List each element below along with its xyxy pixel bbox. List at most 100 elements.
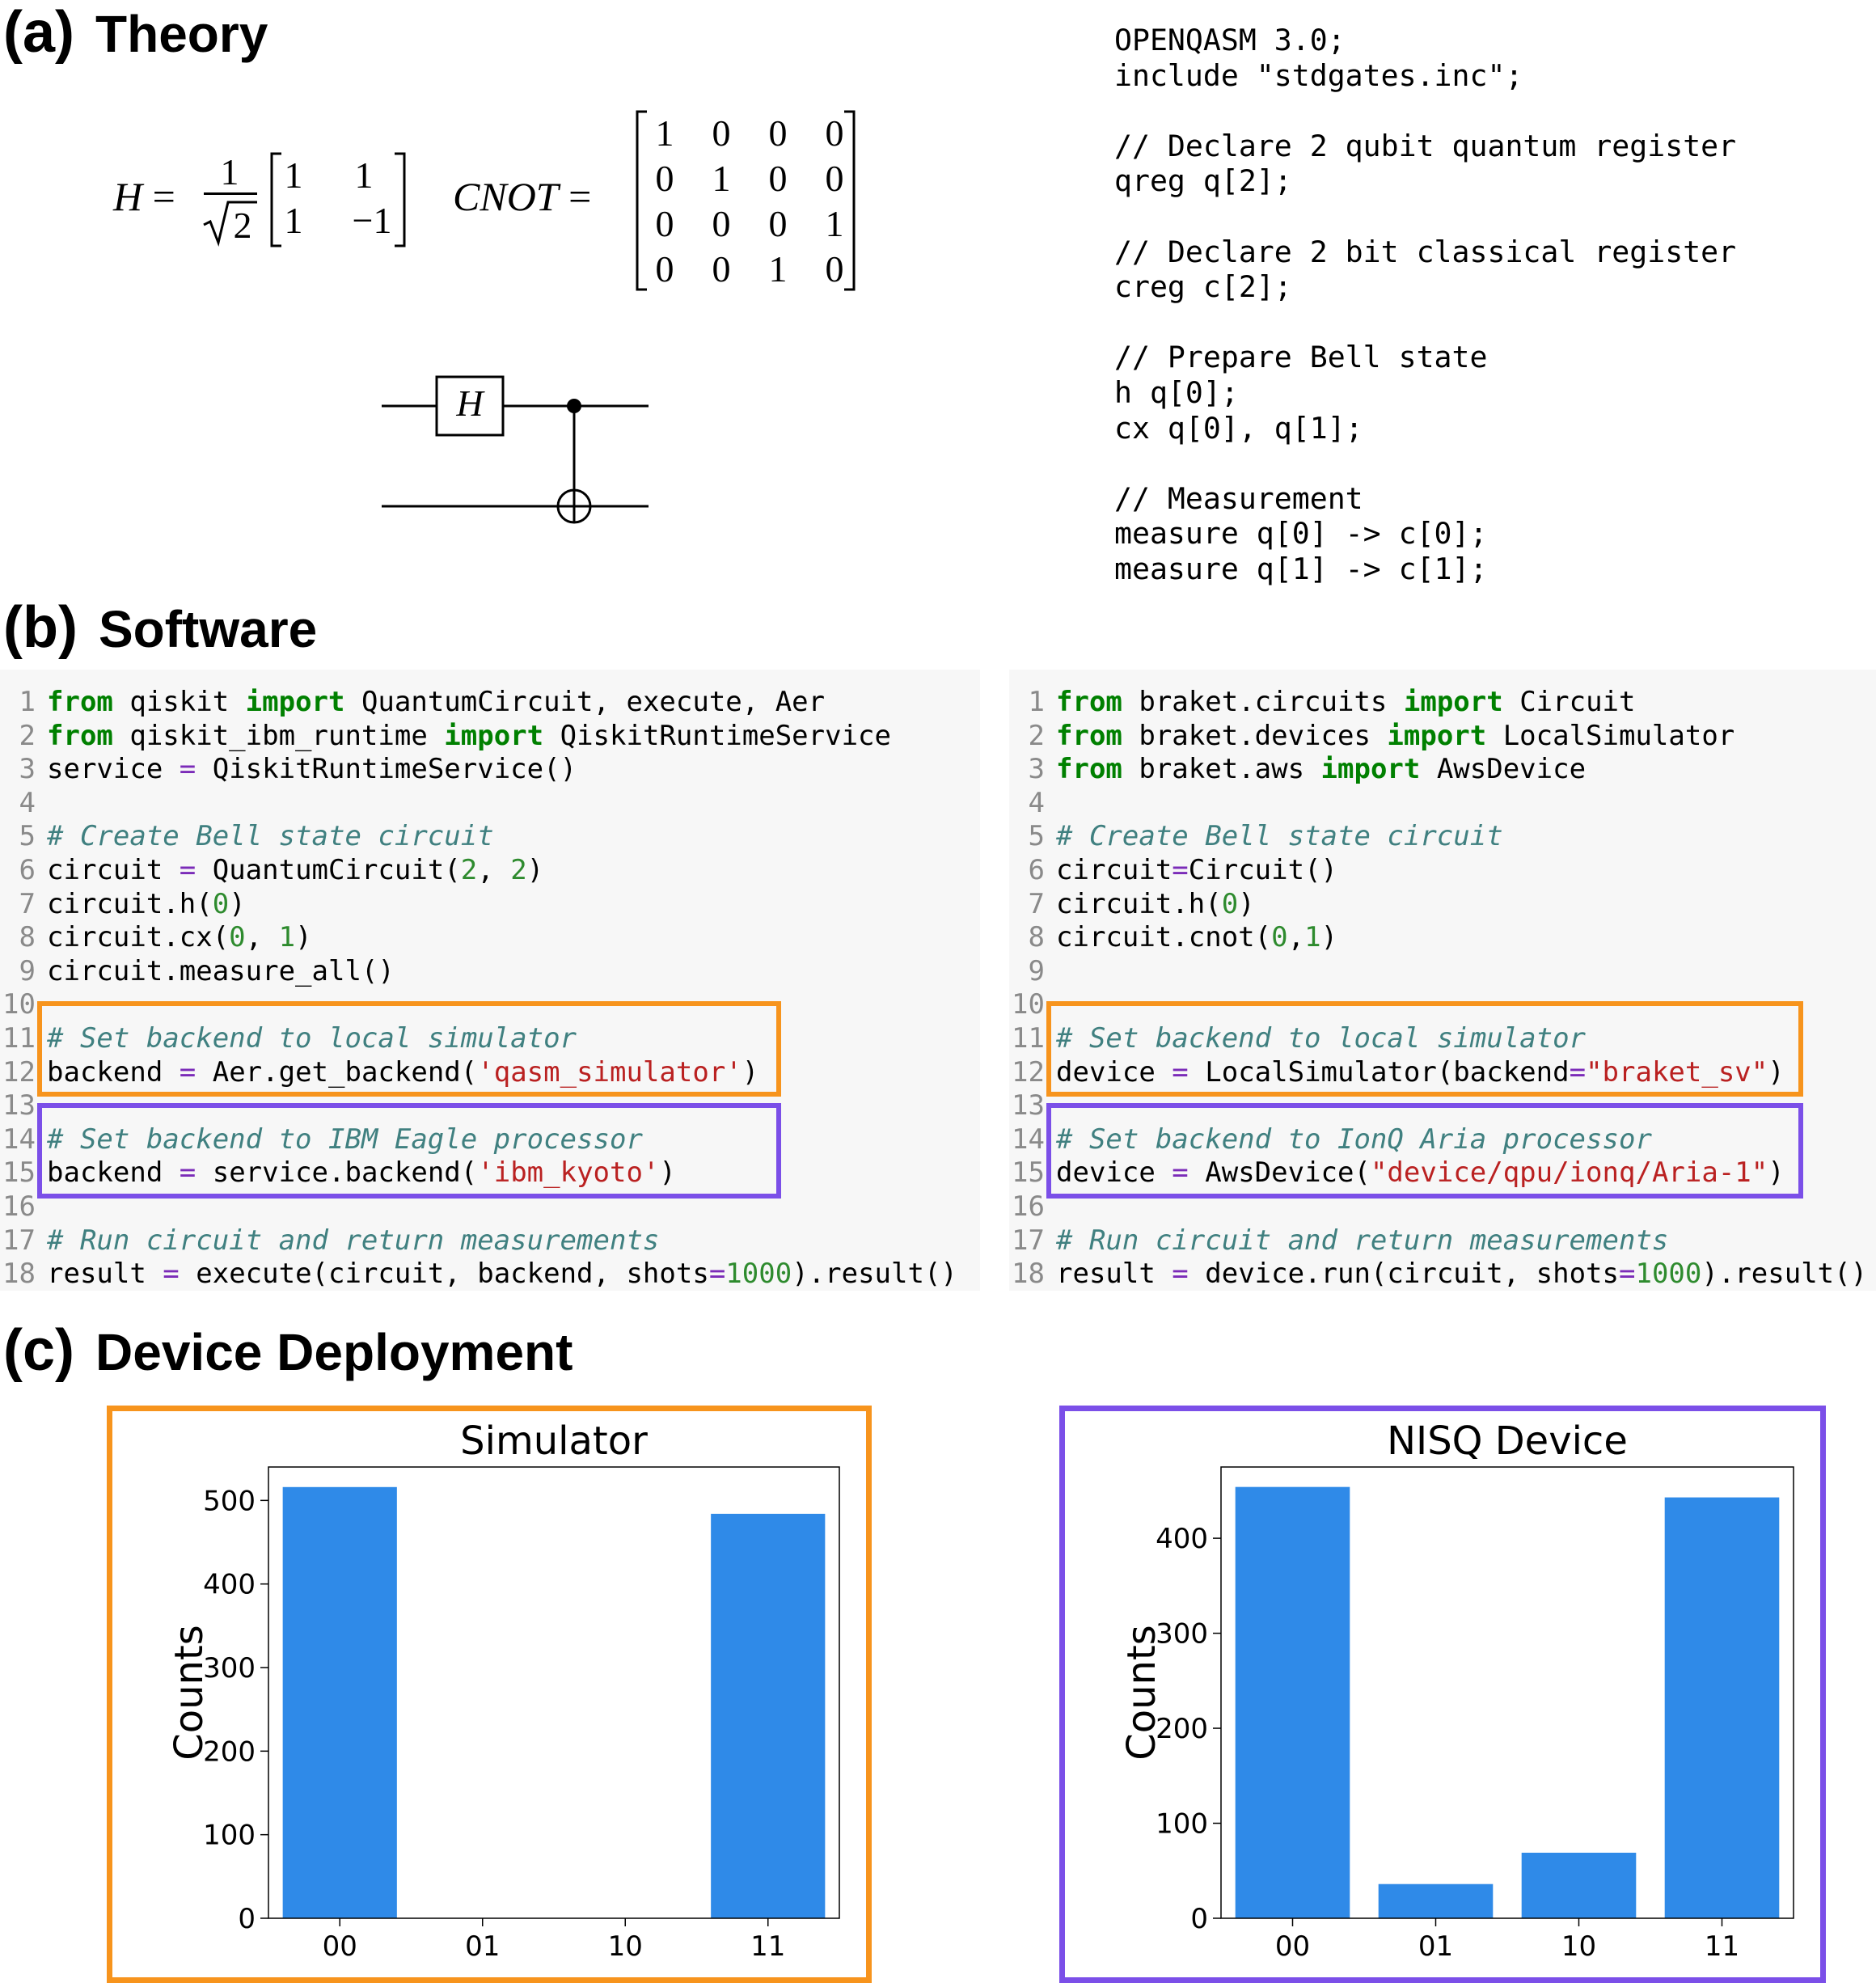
code-token: # Set backend to local simulator bbox=[47, 1022, 577, 1055]
code-token: circuit bbox=[47, 854, 180, 886]
line-number: 3 bbox=[1028, 753, 1045, 786]
code-token: ) bbox=[229, 887, 246, 920]
code-text: # Set backend to IBM Eagle processor bbox=[47, 1123, 643, 1157]
y-tick-label: 100 bbox=[203, 1820, 256, 1852]
code-token: ) bbox=[1238, 887, 1255, 920]
x-tick-label: 11 bbox=[750, 1930, 785, 1963]
cnot-matrix-cell: 1 bbox=[768, 248, 788, 290]
code-text: circuit=Circuit() bbox=[1056, 854, 1337, 888]
line-number: 4 bbox=[19, 786, 36, 819]
section-b-heading: (b)Software bbox=[3, 598, 317, 657]
ionq-processor-highlight bbox=[1046, 1103, 1803, 1199]
line-number: 1 bbox=[19, 686, 36, 718]
cnot-matrix-cell: 0 bbox=[768, 203, 788, 244]
code-text: circuit.cx(0, 1) bbox=[47, 921, 312, 955]
code-token: # Run circuit and return measurements bbox=[1056, 1224, 1669, 1257]
y-tick-label: 300 bbox=[203, 1652, 256, 1685]
x-tick-label: 00 bbox=[1275, 1930, 1310, 1963]
code-text: result = execute(circuit, backend, shots… bbox=[47, 1258, 957, 1292]
code-line: 17# Run circuit and return measurements bbox=[1009, 1224, 1876, 1258]
code-token: = bbox=[1172, 1055, 1189, 1089]
code-token: device.run(circuit, shots bbox=[1188, 1258, 1619, 1291]
cnot-matrix-cell: 0 bbox=[712, 248, 731, 290]
section-a-title: Theory bbox=[95, 5, 268, 63]
x-tick-label: 00 bbox=[323, 1930, 357, 1963]
ibm-processor-highlight bbox=[37, 1103, 781, 1199]
line-number: 14 bbox=[2, 1122, 36, 1156]
line-number: 5 bbox=[1028, 820, 1045, 853]
cnot-matrix-cell: 0 bbox=[712, 112, 731, 154]
code-token: device bbox=[1056, 1156, 1172, 1190]
line-number: 9 bbox=[19, 954, 36, 987]
code-line: 9 bbox=[1009, 955, 1876, 989]
code-token: ) bbox=[1768, 1156, 1785, 1190]
line-number: 9 bbox=[1028, 954, 1045, 987]
hadamard-equation: H = bbox=[113, 174, 175, 219]
code-token: qiskit_ibm_runtime bbox=[112, 719, 445, 752]
code-token: AwsDevice bbox=[1420, 753, 1587, 786]
hadamard-gate-label: H bbox=[456, 383, 484, 424]
code-token: circuit bbox=[1056, 854, 1172, 886]
code-token: from bbox=[47, 686, 113, 718]
line-number: 18 bbox=[1012, 1258, 1045, 1291]
code-token: 0 bbox=[212, 887, 230, 920]
cnot-matrix-cell: 1 bbox=[655, 112, 674, 154]
code-token: 1 bbox=[278, 921, 296, 954]
code-token: = bbox=[1172, 1258, 1189, 1291]
line-number: 2 bbox=[1028, 719, 1045, 752]
code-text: from braket.aws import AwsDevice bbox=[1056, 753, 1586, 787]
code-token: 1000 bbox=[725, 1258, 792, 1291]
code-text: from braket.devices import LocalSimulato… bbox=[1056, 720, 1734, 754]
code-token: "braket_sv" bbox=[1586, 1055, 1768, 1089]
code-token: import bbox=[1320, 753, 1421, 786]
section-a-heading: (a)Theory bbox=[3, 3, 268, 61]
line-number: 8 bbox=[19, 921, 36, 954]
code-line: 5# Create Bell state circuit bbox=[1009, 820, 1876, 854]
h-matrix-brackets bbox=[270, 152, 406, 247]
code-line: 11# Set backend to local simulator bbox=[1009, 1022, 1876, 1056]
code-token: backend bbox=[47, 1156, 180, 1190]
code-line: 10 bbox=[0, 988, 980, 1022]
h-matrix-cell: 1 bbox=[284, 200, 303, 241]
code-token: import bbox=[444, 719, 544, 752]
code-token: = bbox=[1569, 1055, 1587, 1089]
cnot-matrix-cell: 0 bbox=[712, 203, 731, 244]
x-tick-label: 01 bbox=[465, 1930, 500, 1963]
line-number: 13 bbox=[1012, 1089, 1045, 1122]
cnot-equation: CNOT = bbox=[453, 174, 592, 219]
h-matrix-cell: 1 bbox=[354, 154, 374, 196]
code-token: circuit.measure_all() bbox=[47, 954, 395, 987]
code-token: , bbox=[1287, 921, 1305, 954]
bell-circuit-diagram bbox=[382, 375, 649, 524]
code-text: # Run circuit and return measurements bbox=[1056, 1224, 1668, 1258]
y-tick-label: 200 bbox=[203, 1735, 256, 1768]
code-token: 0 bbox=[1221, 887, 1239, 920]
chart-title: NISQ Device bbox=[1387, 1418, 1628, 1464]
code-token: 'ibm_kyoto' bbox=[477, 1156, 660, 1190]
line-number: 12 bbox=[1012, 1055, 1045, 1089]
line-number: 15 bbox=[1012, 1156, 1045, 1190]
code-token: from bbox=[1056, 719, 1122, 752]
code-token: 0 bbox=[1271, 921, 1288, 954]
code-token: Aer.get_backend( bbox=[196, 1055, 478, 1089]
bar-10 bbox=[1521, 1852, 1637, 1918]
code-line: 2 from braket.devices import LocalSimulat… bbox=[1009, 720, 1876, 754]
code-token: = bbox=[179, 854, 196, 886]
y-tick-label: 400 bbox=[203, 1569, 256, 1601]
plot-frame bbox=[1220, 1466, 1794, 1919]
line-number: 7 bbox=[19, 887, 36, 920]
code-token: circuit.cx( bbox=[47, 921, 230, 954]
code-token: circuit.h( bbox=[1056, 887, 1222, 920]
line-number: 15 bbox=[2, 1156, 36, 1190]
code-line: 13 bbox=[0, 1089, 980, 1123]
bar-00 bbox=[282, 1486, 397, 1918]
code-token: = bbox=[1172, 1156, 1189, 1190]
code-text: service = QiskitRuntimeService() bbox=[47, 753, 577, 787]
